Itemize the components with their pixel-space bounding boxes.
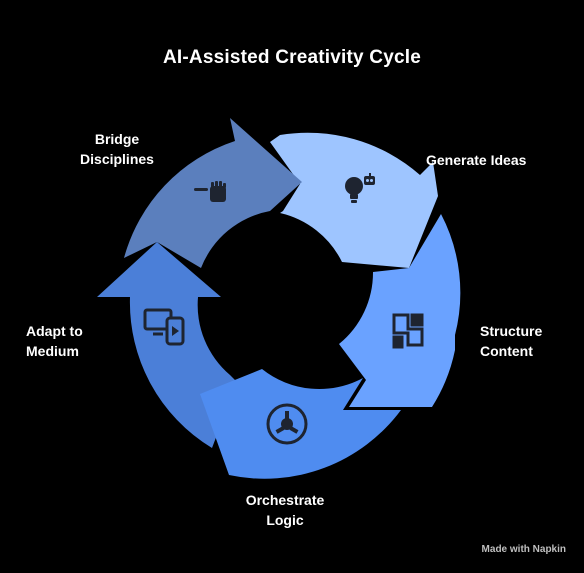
puzzle-icon (392, 313, 424, 349)
diagram-title: AI-Assisted Creativity Cycle (163, 47, 421, 68)
label-structure-content: Structure Content (480, 323, 543, 359)
napkin-credit[interactable]: Made with Napkin (482, 544, 566, 555)
robot-lightbulb-icon (345, 173, 375, 203)
label-adapt-to-medium: Adapt to Medium (26, 323, 83, 359)
hand-pen-icon (194, 181, 226, 202)
devices-icon (143, 308, 185, 346)
label-generate-ideas: Generate Ideas (426, 152, 527, 168)
label-orchestrate-logic: Orchestrate Logic (245, 492, 325, 528)
cog-circle-icon (266, 403, 308, 445)
segment-orchestrate-logic[interactable] (200, 369, 401, 479)
segment-structure-content[interactable] (339, 214, 461, 407)
label-bridge-disciplines: Bridge Disciplines (80, 131, 154, 167)
credit-text: Made with Napkin (481, 544, 566, 555)
